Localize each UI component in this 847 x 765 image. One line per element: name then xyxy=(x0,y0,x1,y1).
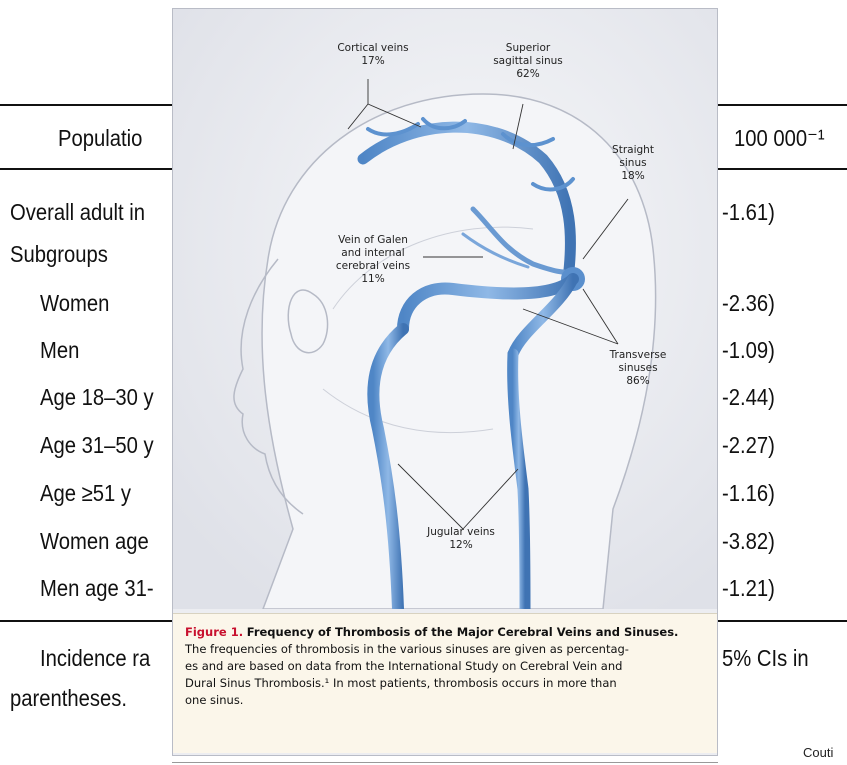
row-age-51-label: Age ≥51 y xyxy=(40,479,131,507)
figure-bottom-line xyxy=(172,762,718,763)
figure-panel: Cortical veins 17% Superior sagittal sin… xyxy=(172,8,718,756)
caption-line-1: The frequencies of thrombosis in the var… xyxy=(185,641,705,658)
row-overall-label: Overall adult in xyxy=(10,198,145,226)
label-cortical-veins: Cortical veins 17% xyxy=(318,42,428,68)
row-subgroups-label: Subgroups xyxy=(10,240,108,268)
row-age-31-50-label: Age 31–50 y xyxy=(40,431,154,459)
label-vein-of-galen: Vein of Galen and internal cerebral vein… xyxy=(323,234,423,286)
row-women-value: -2.36) xyxy=(722,289,775,317)
label-transverse-sinuses: Transverse sinuses 86% xyxy=(598,349,678,388)
row-overall-value: -1.61) xyxy=(722,198,775,226)
caption-line-3: Dural Sinus Thrombosis.¹ In most patient… xyxy=(185,675,705,692)
table-header-left: Populatio xyxy=(58,124,142,152)
row-age-18-30-value: -2.44) xyxy=(722,383,775,411)
footnote-right-line1: 5% CIs in xyxy=(722,644,809,672)
table-header-right: 100 000⁻¹ xyxy=(734,124,825,152)
caption-title: Frequency of Thrombosis of the Major Cer… xyxy=(247,625,679,639)
row-men-age-value: -1.21) xyxy=(722,574,775,602)
label-superior-sagittal-sinus: Superior sagittal sinus 62% xyxy=(473,42,583,81)
corner-author-text: Couti xyxy=(803,745,833,760)
row-men-label: Men xyxy=(40,336,79,364)
caption-line-2: es and are based on data from the Intern… xyxy=(185,658,705,675)
row-women-age-value: -3.82) xyxy=(722,527,775,555)
footnote-left-line2: parentheses. xyxy=(10,684,127,712)
label-jugular-veins: Jugular veins 12% xyxy=(411,526,511,552)
row-women-label: Women xyxy=(40,289,109,317)
caption-figure-number: Figure 1. xyxy=(185,625,243,639)
row-age-51-value: -1.16) xyxy=(722,479,775,507)
caption-heading: Figure 1. Frequency of Thrombosis of the… xyxy=(185,624,705,641)
footnote-left-line1: Incidence ra xyxy=(40,644,150,672)
row-men-age-label: Men age 31- xyxy=(40,574,154,602)
figure-caption: Figure 1. Frequency of Thrombosis of the… xyxy=(173,613,717,753)
row-age-31-50-value: -2.27) xyxy=(722,431,775,459)
caption-line-4: one sinus. xyxy=(185,692,705,709)
label-straight-sinus: Straight sinus 18% xyxy=(598,144,668,183)
row-age-18-30-label: Age 18–30 y xyxy=(40,383,154,411)
cerebral-veins-illustration xyxy=(173,9,717,609)
row-women-age-label: Women age xyxy=(40,527,149,555)
row-men-value: -1.09) xyxy=(722,336,775,364)
